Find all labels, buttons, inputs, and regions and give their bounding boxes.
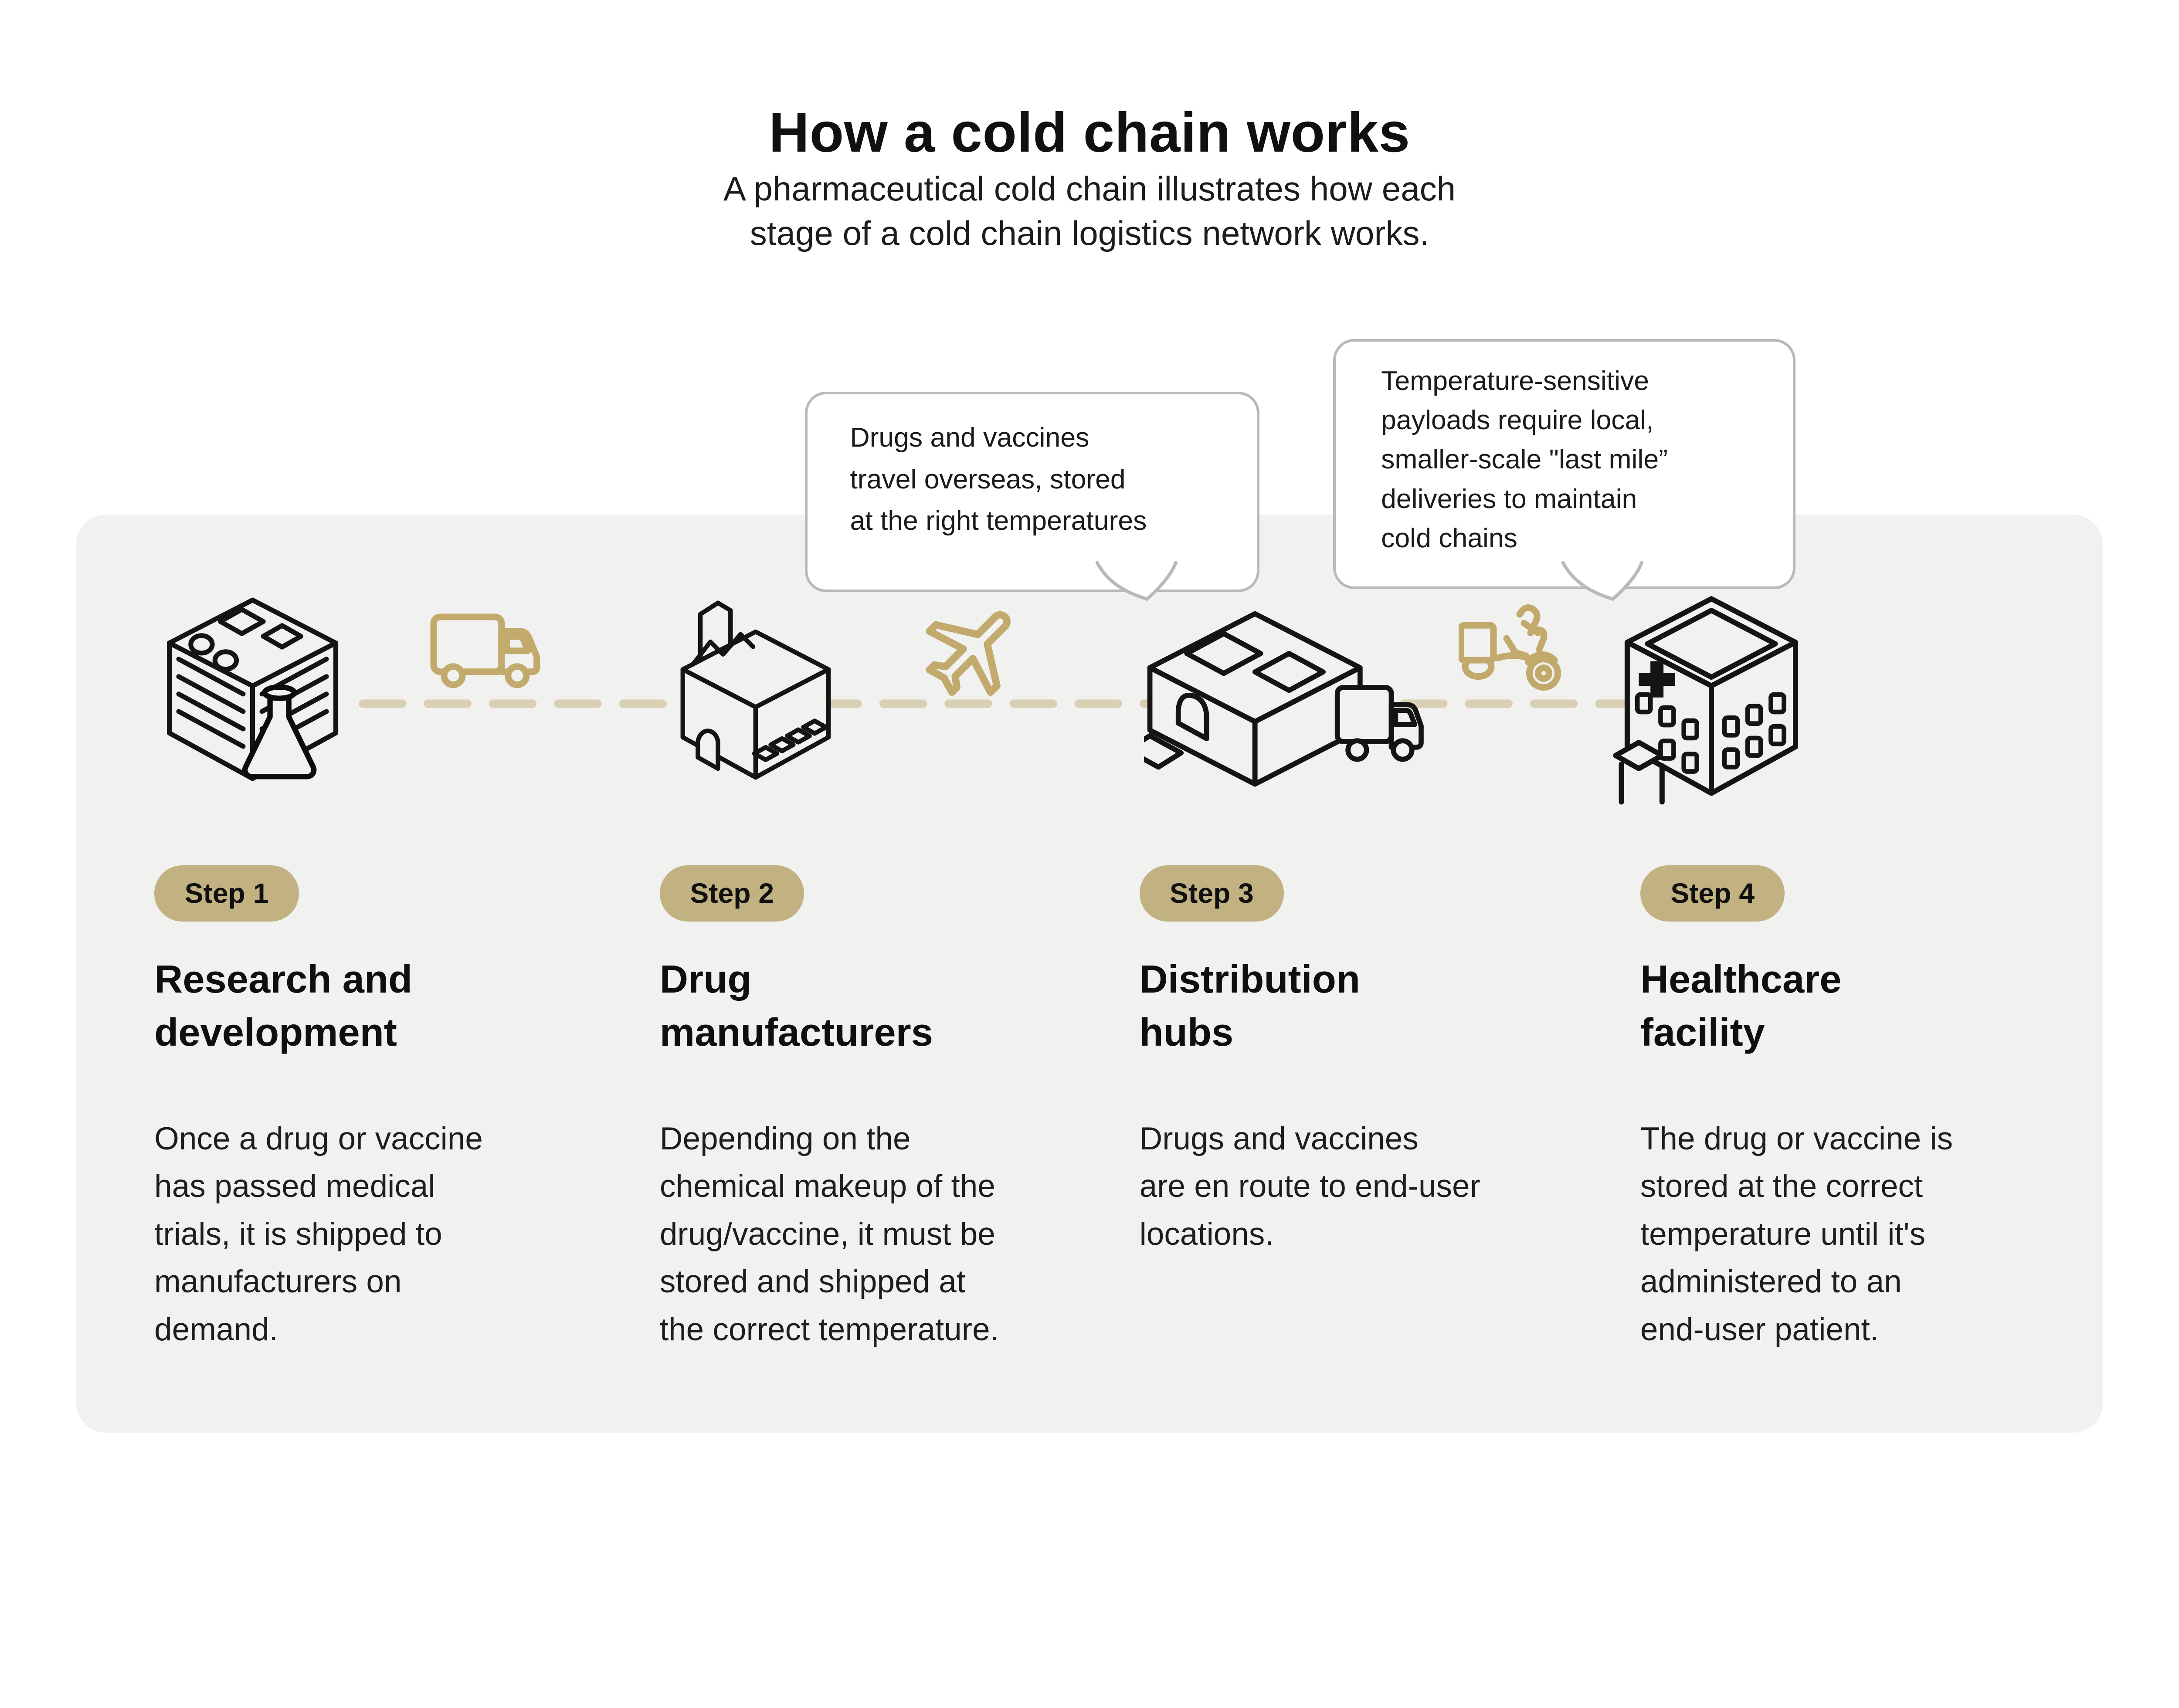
delivery-truck-icon (430, 613, 540, 688)
step-heading: Distribution hubs (1139, 957, 1361, 1054)
speech-bubble-last-mile: Temperature-sensitive payloads require l… (1333, 339, 1795, 590)
infographic-page: How a cold chain works A pharmaceutical … (75, 102, 2104, 1433)
step-badge: Step 2 (659, 865, 804, 922)
step-column-1: Step 1 Research and development Once a d… (154, 865, 626, 1353)
step-description: The drug or vaccine is stored at the cor… (1640, 1121, 1953, 1347)
delivery-moped-icon (1459, 604, 1561, 691)
airplane-icon (926, 611, 1011, 696)
factory-icon (681, 600, 831, 780)
step-column-2: Step 2 Drug manufacturers Depending on t… (659, 865, 1132, 1353)
step-description: Drugs and vaccines are en route to end-u… (1139, 1121, 1480, 1252)
route-dashed-line (359, 699, 1629, 708)
step-description: Depending on the chemical makeup of the … (659, 1121, 999, 1347)
step-description: Once a drug or vaccine has passed medica… (154, 1121, 483, 1347)
research-building-icon (167, 597, 339, 781)
steps-layer: Step 1 Research and development Once a d… (76, 515, 2104, 1433)
step-badge: Step 3 (1139, 865, 1284, 922)
step-heading: Drug manufacturers (659, 957, 933, 1054)
step-column-4: Step 4 Healthcare facility The drug or v… (1640, 865, 2112, 1353)
page-title: How a cold chain works (769, 102, 1410, 164)
step-badge: Step 4 (1640, 865, 1785, 922)
step-heading: Healthcare facility (1640, 957, 1842, 1054)
step-badge: Step 1 (154, 865, 299, 922)
speech-bubble-tail (1095, 561, 1178, 601)
distribution-hub-icon (1144, 611, 1424, 787)
step-column-3: Step 3 Distribution hubs Drugs and vacci… (1139, 865, 1612, 1258)
speech-bubble-overseas: Drugs and vaccines travel overseas, stor… (805, 392, 1260, 593)
page-subtitle: A pharmaceutical cold chain illustrates … (723, 169, 1456, 253)
hospital-icon (1612, 596, 1798, 805)
step-heading: Research and development (154, 957, 413, 1054)
speech-bubble-tail (1561, 561, 1644, 601)
